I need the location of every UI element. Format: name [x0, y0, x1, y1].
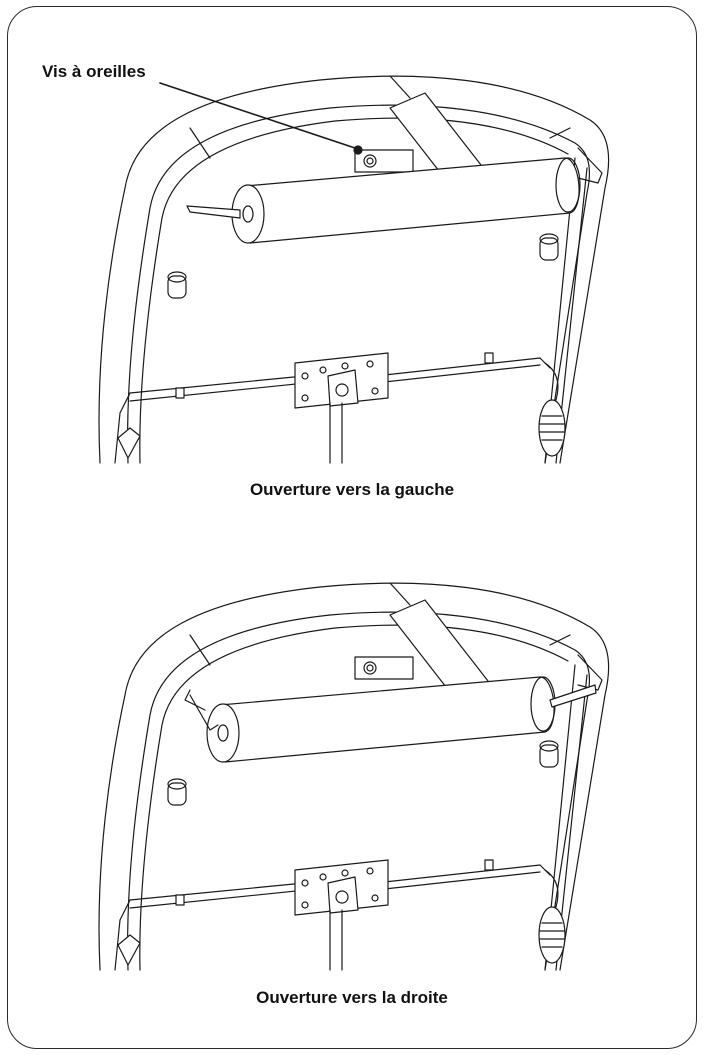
- boss-right: [540, 238, 558, 260]
- rod-clip-right: [485, 353, 493, 363]
- callout-dot: [354, 146, 362, 154]
- shell-outline: [99, 76, 609, 463]
- wing-screw: [364, 155, 376, 167]
- figure-opening-left: [90, 58, 620, 468]
- caption-opening-right: Ouverture vers la droite: [256, 988, 448, 1007]
- knob-right: [539, 400, 565, 456]
- wire-frame-top: [578, 148, 602, 183]
- callout-leader: [160, 83, 355, 148]
- boss-left: [168, 276, 186, 298]
- caption-opening-left: Ouverture vers la gauche: [249, 480, 455, 499]
- rounded-frame: [7, 6, 697, 1049]
- callout-label-wing-screw: Vis à oreilles: [42, 62, 146, 81]
- hinge-block: [328, 370, 358, 406]
- shell-inner-rim: [128, 105, 590, 463]
- rod-clip-left: [176, 388, 184, 398]
- foot-left: [118, 428, 140, 458]
- figure-opening-right: [90, 565, 620, 975]
